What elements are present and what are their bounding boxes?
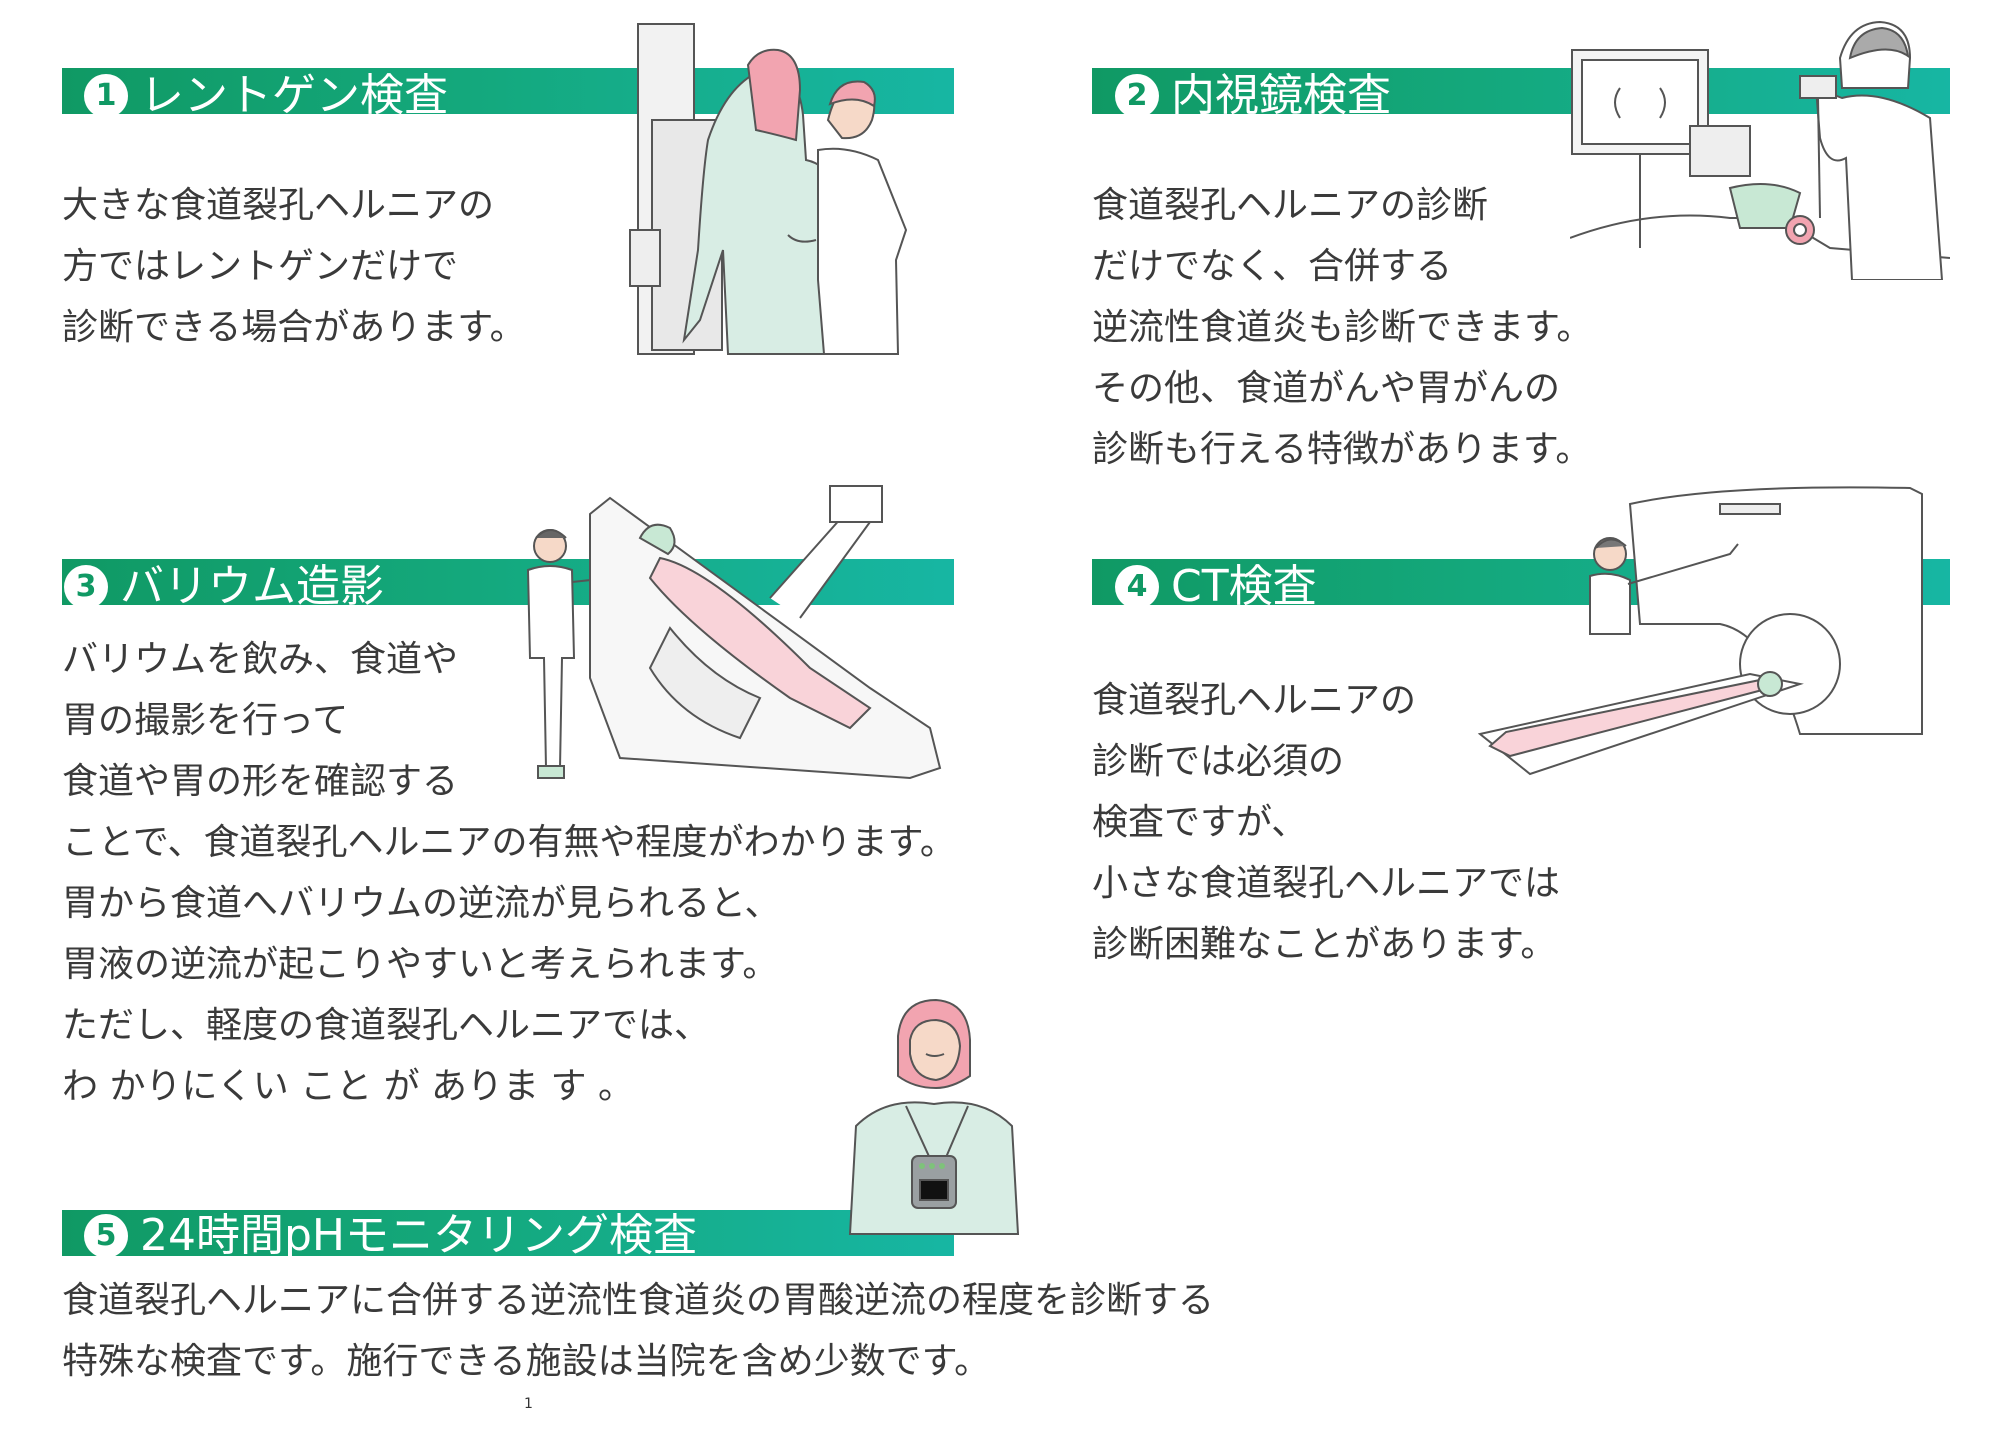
endoscopy-illustration <box>1570 20 1950 280</box>
section-3-line: 食道や胃の形を確認する <box>62 761 459 802</box>
section-3-number: 3 <box>64 565 108 609</box>
section-5-line: 食道裂孔ヘルニアに合併する逆流性食道炎の胃酸逆流の程度を診断する <box>62 1280 1215 1321</box>
section-1-number: 1 <box>84 74 128 118</box>
ct-scanner-illustration <box>1477 486 1923 776</box>
section-3-body: バリウムを飲み、食道や 胃の撮影を行って 食道や胃の形を確認する ことで、食道裂… <box>62 629 956 1117</box>
section-3-line: ことで、食道裂孔ヘルニアの有無や程度がわかります。 <box>62 822 956 863</box>
section-3-line: ただし、軽度の食道裂孔ヘルニアでは、 <box>62 1005 711 1046</box>
section-3-line: 胃の撮影を行って <box>62 700 349 741</box>
section-3-line: 胃液の逆流が起こりやすいと考えられます。 <box>62 944 779 985</box>
section-4-line: 診断困難なことがあります。 <box>1092 924 1557 965</box>
section-4-body: 食道裂孔ヘルニアの 診断では必須の 検査ですが、 小さな食道裂孔ヘルニアでは 診… <box>1092 670 1560 975</box>
section-2-line: その他、食道がんや胃がんの <box>1092 368 1561 409</box>
section-4-line: 小さな食道裂孔ヘルニアでは <box>1092 863 1561 904</box>
section-4-line: 検査ですが、 <box>1092 802 1308 843</box>
section-1-title: 1 レントゲン検査 <box>84 74 448 118</box>
section-2-title: 2 内視鏡検査 <box>1115 74 1391 118</box>
section-3-title: 3 バリウム造影 <box>64 565 384 609</box>
page-number: 1 <box>524 1396 533 1412</box>
section-4-title: 4 CT検査 <box>1115 565 1317 609</box>
xray-illustration <box>629 23 908 355</box>
section-5-body: 食道裂孔ヘルニアに合併する逆流性食道炎の胃酸逆流の程度を診断する 特殊な検査です… <box>62 1270 1214 1392</box>
section-3-line: 胃から食道へバリウムの逆流が見られると、 <box>62 883 781 924</box>
section-1-body: 大きな食道裂孔ヘルニアの 方ではレントゲンだけで 診断できる場合があります。 <box>62 175 526 358</box>
section-5-number: 5 <box>84 1214 128 1258</box>
section-2-number: 2 <box>1115 74 1159 118</box>
section-2-line: 食道裂孔ヘルニアの診断 <box>1092 185 1489 226</box>
section-4-line: 食道裂孔ヘルニアの <box>1092 680 1417 721</box>
section-3-line: バリウムを飲み、食道や <box>62 639 459 680</box>
section-5-header-bar <box>62 1210 954 1256</box>
section-2-line: 逆流性食道炎も診断できます。 <box>1092 307 1593 348</box>
section-2-line: 診断も行える特徴があります。 <box>1092 429 1592 470</box>
section-4-title-text: CT検査 <box>1171 561 1317 612</box>
barium-illustration <box>526 485 942 780</box>
section-1-line: 方ではレントゲンだけで <box>62 246 459 287</box>
section-4-line: 診断では必須の <box>1092 741 1345 782</box>
section-2-line: だけでなく、合併する <box>1092 246 1453 287</box>
section-4-number: 4 <box>1115 565 1159 609</box>
section-3-line: わ かりにくい こと が ありま す 。 <box>62 1066 634 1107</box>
section-1-line: 診断できる場合があります。 <box>62 307 526 348</box>
section-2-body: 食道裂孔ヘルニアの診断 だけでなく、合併する 逆流性食道炎も診断できます。 その… <box>1092 175 1592 480</box>
section-2-title-text: 内視鏡検査 <box>1171 70 1391 121</box>
section-5-title: 5 24時間pHモニタリング検査 <box>84 1214 697 1258</box>
section-3-title-text: バリウム造影 <box>120 561 384 612</box>
section-5-line: 特殊な検査です。施行できる施設は当院を含め少数です。 <box>62 1341 991 1382</box>
section-5-title-text: 24時間pHモニタリング検査 <box>140 1210 698 1261</box>
section-1-title-text: レントゲン検査 <box>140 70 448 121</box>
ph-monitor-illustration <box>848 998 1020 1235</box>
section-1-header-bar <box>62 68 954 114</box>
section-1-line: 大きな食道裂孔ヘルニアの <box>62 185 495 226</box>
